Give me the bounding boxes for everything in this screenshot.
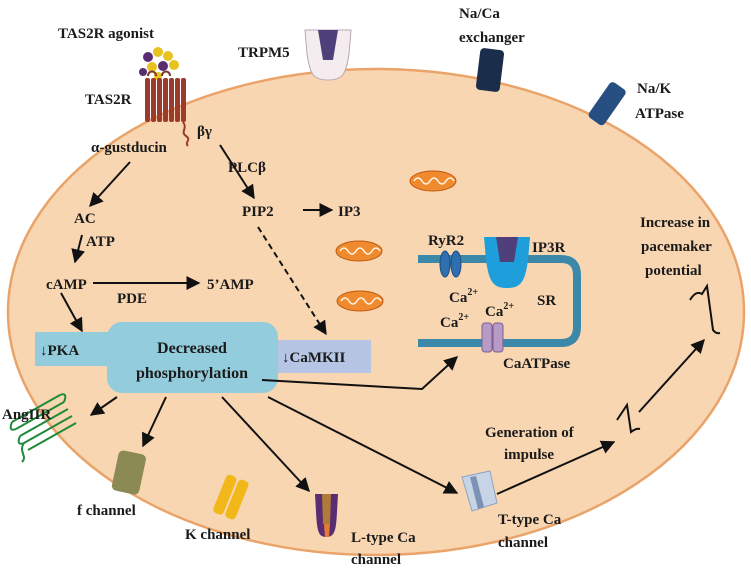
agonist-molecules-icon: [139, 47, 179, 80]
ryr2-label: RyR2: [428, 233, 464, 249]
tas2r-label: TAS2R: [85, 92, 132, 108]
pka-label: ↓PKA: [40, 343, 79, 359]
generation-label-line2: impulse: [504, 447, 554, 463]
center-label-line1: Decreased: [157, 340, 227, 357]
caatpase-pump-icon: [481, 322, 504, 353]
t-type-ca-channel-icon: [461, 470, 498, 512]
ca-ion-label: Ca2+: [449, 287, 478, 306]
increase-label-line3: potential: [645, 263, 702, 279]
pde-label: PDE: [117, 291, 147, 307]
alpha-gustducin-label: α-gustducin: [91, 140, 168, 156]
dashed-arrow: [257, 226, 327, 336]
ca-ion-label: Ca2+: [440, 312, 469, 331]
f-channel-label: f channel: [77, 503, 136, 519]
naca-exchanger-icon: [475, 48, 505, 92]
tas2r-receptor-icon: [145, 70, 190, 147]
sarcoplasmic-reticulum: [418, 255, 581, 347]
impulse-waveform: [616, 402, 641, 434]
ac-label: AC: [74, 211, 96, 227]
camkii-label: ↓CaMKII: [282, 350, 345, 366]
mitochondrion-icon: [335, 240, 383, 262]
caatpase-label: CaATPase: [503, 356, 571, 372]
nak-label-line1: Na/K: [637, 81, 672, 97]
ip3r-label: IP3R: [532, 240, 566, 256]
pka-box: [35, 332, 115, 366]
pacemaker-potential-waveform: [689, 283, 721, 335]
k-channel-label: K channel: [185, 527, 250, 543]
5amp-label: 5’AMP: [207, 277, 254, 293]
cell-membrane: [6, 67, 746, 557]
mitochondrion-icon: [336, 290, 384, 312]
nak-atpase-icon: [588, 82, 626, 126]
nak-label-line2: ATPase: [635, 106, 684, 122]
agonist-label: TAS2R agonist: [58, 26, 154, 42]
l-type-label-line2: channel: [351, 552, 401, 568]
ip3-label: IP3: [338, 204, 361, 220]
t-type-label-line2: channel: [498, 535, 548, 551]
naca-label-line1: Na/Ca: [459, 6, 500, 22]
l-type-ca-channel-icon: [315, 494, 338, 537]
increase-label-line2: pacemaker: [641, 239, 712, 255]
naca-label-line2: exchanger: [459, 30, 525, 46]
generation-label-line1: Generation of: [485, 425, 575, 441]
trpm5-label: TRPM5: [238, 45, 290, 61]
camkii-box: [268, 340, 371, 373]
l-type-label-line1: L-type Ca: [351, 530, 416, 546]
pip2-label: PIP2: [242, 204, 274, 220]
t-type-label-line1: T-type Ca: [498, 512, 562, 528]
k-channel-icon: [213, 474, 249, 520]
trpm5-channel-icon: [304, 29, 352, 81]
plcb-label: PLCβ: [228, 160, 266, 176]
angiir-receptor-icon: [9, 393, 77, 463]
arrow: [60, 144, 705, 495]
decreased-phosphorylation-box: [107, 322, 278, 393]
center-label-line2: phosphorylation: [136, 365, 248, 382]
increase-label-line1: Increase in: [640, 215, 711, 231]
angiir-label: AngIIR: [2, 407, 51, 423]
ip3r-channel-icon: [484, 237, 530, 288]
beta-gamma-label: βγ: [197, 124, 212, 140]
camp-label: cAMP: [46, 277, 87, 293]
sr-label: SR: [537, 293, 556, 309]
mitochondrion-icon: [409, 170, 457, 192]
ca-ion-label: Ca2+: [485, 301, 514, 320]
f-channel-icon: [111, 450, 146, 495]
atp-label: ATP: [86, 234, 115, 250]
ryr2-channel-icon: [439, 250, 462, 278]
